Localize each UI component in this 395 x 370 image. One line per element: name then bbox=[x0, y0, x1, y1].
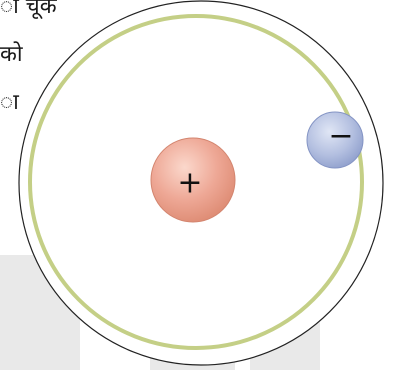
electron-minus-sign: − bbox=[328, 119, 353, 154]
nucleus: + bbox=[151, 138, 235, 222]
electron: − bbox=[307, 112, 363, 168]
nucleus-plus-sign: + bbox=[177, 166, 202, 201]
